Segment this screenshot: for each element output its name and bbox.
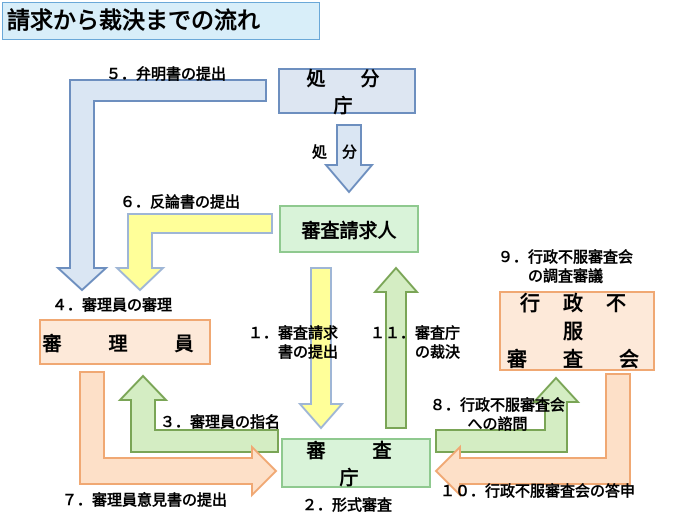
label-step5: ５．弁明書の提出: [106, 65, 227, 83]
label-step2: ２．形式審査: [302, 496, 393, 514]
arrow-step1: [297, 267, 345, 430]
label-step4: ４．審理員の審理: [52, 296, 173, 314]
label-shobun: 処 分: [312, 143, 358, 161]
node-shobuncho: 処 分 庁: [278, 68, 416, 117]
arrow-step10: [434, 373, 631, 498]
label-step6: ６．反論書の提出: [120, 193, 241, 211]
arrow-step3: [117, 374, 279, 453]
page-title: 請求から裁決までの流れ: [2, 2, 320, 40]
node-shinriin: 審 理 員: [39, 319, 211, 365]
label-step3: ３．審理員の指名: [160, 413, 281, 431]
arrow-step11: [372, 266, 420, 429]
arrow-step6: [114, 213, 273, 292]
label-step8: ８．行政不服審査会 への諮問: [430, 396, 566, 433]
node-gyoseifufuku: 行 政 不 服 審 査 会: [499, 291, 655, 371]
arrow-step5: [55, 79, 267, 292]
label-step10: １０．行政不服審査会の答申: [440, 482, 636, 500]
node-shinsaseikyunin: 審査請求人: [279, 205, 419, 253]
label-step1: １．審査請求 書の提出: [248, 324, 339, 361]
arrow-step7: [79, 371, 278, 498]
label-step7: ７．審理員意見書の提出: [62, 491, 228, 509]
label-step9: ９．行政不服審査会 の調査審議: [498, 248, 634, 285]
node-shinsacho: 審 査 庁: [281, 438, 431, 489]
arrow-shobun: [323, 124, 375, 194]
arrow-step8: [435, 376, 581, 453]
label-step11: １１．審査庁 の裁決: [370, 324, 461, 361]
